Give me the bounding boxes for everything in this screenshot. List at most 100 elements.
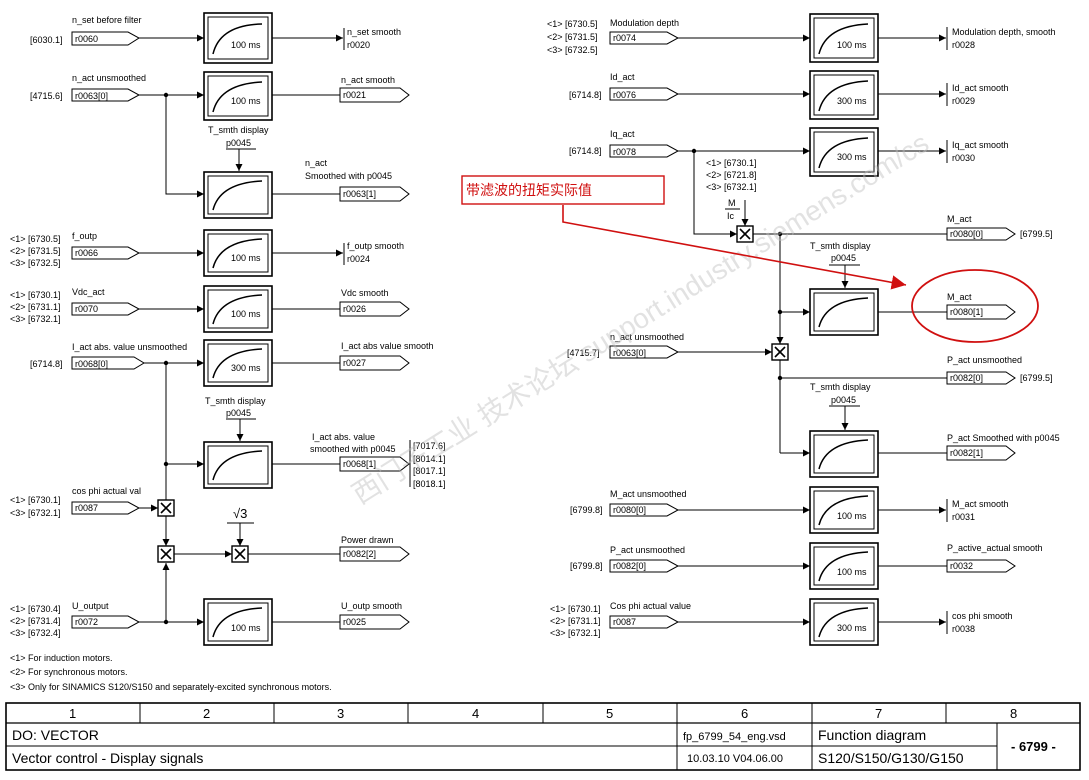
col-3: 3 (337, 706, 344, 721)
mic-numerator: M (728, 198, 736, 208)
nact-param: r0063[0] (75, 91, 108, 101)
multiplier-2 (157, 545, 175, 563)
sqrt3-label: √3 (233, 506, 247, 521)
nset-src: [6030.1] (30, 35, 63, 45)
iact-block: I_act abs. value unsmoothed [6714.8] r00… (30, 339, 446, 509)
col-5: 5 (606, 706, 613, 721)
mact-disp-label: M_act (947, 292, 972, 302)
cosphi-src-1: <1> [6730.1] (10, 495, 61, 505)
uout-src-2: <2> [6731.4] (10, 616, 61, 626)
nact-in-label: n_act unsmoothed (72, 73, 146, 83)
pact-tsmth-param: p0045 (831, 395, 856, 405)
pactsm-out-param: r0032 (950, 561, 973, 571)
mod-out-label: Modulation depth, smooth (952, 27, 1056, 37)
iact-tsmth-label: T_smth display (205, 396, 266, 406)
nset-block: n_set before filter [6030.1] r0060 100 m… (30, 12, 401, 64)
iact-ref-2: [8014.1] (413, 454, 446, 464)
iq-param: r0078 (613, 147, 636, 157)
iact-src: [6714.8] (30, 359, 63, 369)
vdc-param: r0070 (75, 304, 98, 314)
mact-tsmth-label: T_smth display (810, 241, 871, 251)
iact-disp-label2: smoothed with p0045 (310, 444, 396, 454)
nact-disp-param: r0063[1] (343, 189, 376, 199)
iact-ref-4: [8018.1] (413, 479, 446, 489)
cossm-out-label: cos phi smooth (952, 611, 1013, 621)
uout-src-1: <1> [6730.4] (10, 604, 61, 614)
pact-disp-label: P_act Smoothed with p0045 (947, 433, 1060, 443)
multiplier-3 (231, 545, 249, 563)
mod-block: <1> [6730.5] <2> [6731.5] <3> [6732.5] M… (547, 13, 1056, 63)
annotation: 带滤波的扭矩实际值 (461, 175, 1039, 343)
cosphi-src-2: <3> [6732.1] (10, 508, 61, 518)
mod-out-param: r0028 (952, 40, 975, 50)
iact-param: r0068[0] (75, 359, 108, 369)
mact-disp-param: r0080[1] (950, 307, 983, 317)
cossm-time: 300 ms (837, 623, 867, 633)
power-block: <1> [6730.1] <3> [6732.1] cos phi actual… (10, 486, 410, 620)
nact-tsmth-label: T_smth display (208, 125, 269, 135)
devices: S120/S150/G130/G150 (818, 750, 964, 766)
pact-ref: [6799.5] (1020, 373, 1053, 383)
cossm-src-3: <3> [6732.1] (550, 628, 601, 638)
iq-out-param: r0030 (952, 153, 975, 163)
title-block: 1 2 3 4 5 6 7 8 DO: VECTOR Vector contro… (5, 702, 1081, 771)
mod-in-label: Modulation depth (610, 18, 679, 28)
col-2: 2 (203, 706, 210, 721)
iact-in-label: I_act abs. value unsmoothed (72, 342, 187, 352)
id-out-label: Id_act smooth (952, 83, 1009, 93)
iact-time: 300 ms (231, 363, 261, 373)
nset-in-label: n_set before filter (72, 15, 142, 25)
mult-src-2: <2> [6721.8] (706, 170, 757, 180)
fout-out-param: r0024 (347, 254, 370, 264)
iact-disp-param: r0068[1] (343, 459, 376, 469)
mact-label: M_act (947, 214, 972, 224)
iq-src: [6714.8] (569, 146, 602, 156)
uout-out-param: r0025 (343, 617, 366, 627)
cosphi-param: r0087 (75, 503, 98, 513)
iq-in-label: Iq_act (610, 129, 635, 139)
highlight-ellipse (911, 269, 1039, 343)
pactsm-param: r0082[0] (613, 561, 646, 571)
id-src: [6714.8] (569, 90, 602, 100)
cosphi-smooth-block: <1> [6730.1] <2> [6731.1] <3> [6732.1] C… (550, 598, 1013, 646)
mod-param: r0074 (613, 33, 636, 43)
pact-param: r0082[0] (950, 373, 983, 383)
vdc-src-2: <2> [6731.1] (10, 302, 61, 312)
id-param: r0076 (613, 90, 636, 100)
nact-block: n_act unsmoothed [4715.6] r0063[0] 100 m… (30, 71, 410, 219)
pactsm-time: 100 ms (837, 567, 867, 577)
iact-disp-label1: I_act abs. value (312, 432, 375, 442)
fout-src-1: <1> [6730.5] (10, 234, 61, 244)
date-version: 10.03.10 V04.06.00 (687, 753, 783, 765)
pactsm-out-label: P_active_actual smooth (947, 543, 1043, 553)
mact-smooth-block: M_act unsmoothed [6799.8] r0080[0] 100 m… (570, 486, 1009, 534)
col-1: 1 (69, 706, 76, 721)
uout-out-label: U_outp smooth (341, 601, 402, 611)
footnote-2: <2> For synchronous motors. (10, 667, 128, 677)
nact-param-right: r0063[0] (613, 348, 646, 358)
page-number: - 6799 - (1011, 739, 1056, 754)
footnote-3: <3> Only for SINAMICS S120/S150 and sepa… (10, 682, 332, 692)
iact-out-param: r0027 (343, 358, 366, 368)
col-4: 4 (472, 706, 479, 721)
nact-out-param: r0021 (343, 90, 366, 100)
multiplier-1 (157, 499, 175, 517)
cossm-param: r0087 (613, 617, 636, 627)
mod-src-2: <2> [6731.5] (547, 32, 598, 42)
uout-time: 100 ms (231, 623, 261, 633)
vdc-in-label: Vdc_act (72, 287, 105, 297)
pact-tsmth-label: T_smth display (810, 382, 871, 392)
power-out-param: r0082[2] (343, 549, 376, 559)
page-description: Vector control - Display signals (12, 750, 203, 766)
footnote-1: <1> For induction motors. (10, 653, 113, 663)
vdc-src-3: <3> [6732.1] (10, 314, 61, 324)
col-7: 7 (875, 706, 882, 721)
nact-time: 100 ms (231, 96, 261, 106)
id-time: 300 ms (837, 96, 867, 106)
nset-out-label: n_set smooth (347, 27, 401, 37)
vdc-block: <1> [6730.1] <2> [6731.1] <3> [6732.1] V… (10, 285, 410, 333)
uout-src-3: <3> [6732.4] (10, 628, 61, 638)
torque-block: <1> [6730.1] <2> [6721.8] <3> [6732.1] M… (567, 151, 1060, 478)
